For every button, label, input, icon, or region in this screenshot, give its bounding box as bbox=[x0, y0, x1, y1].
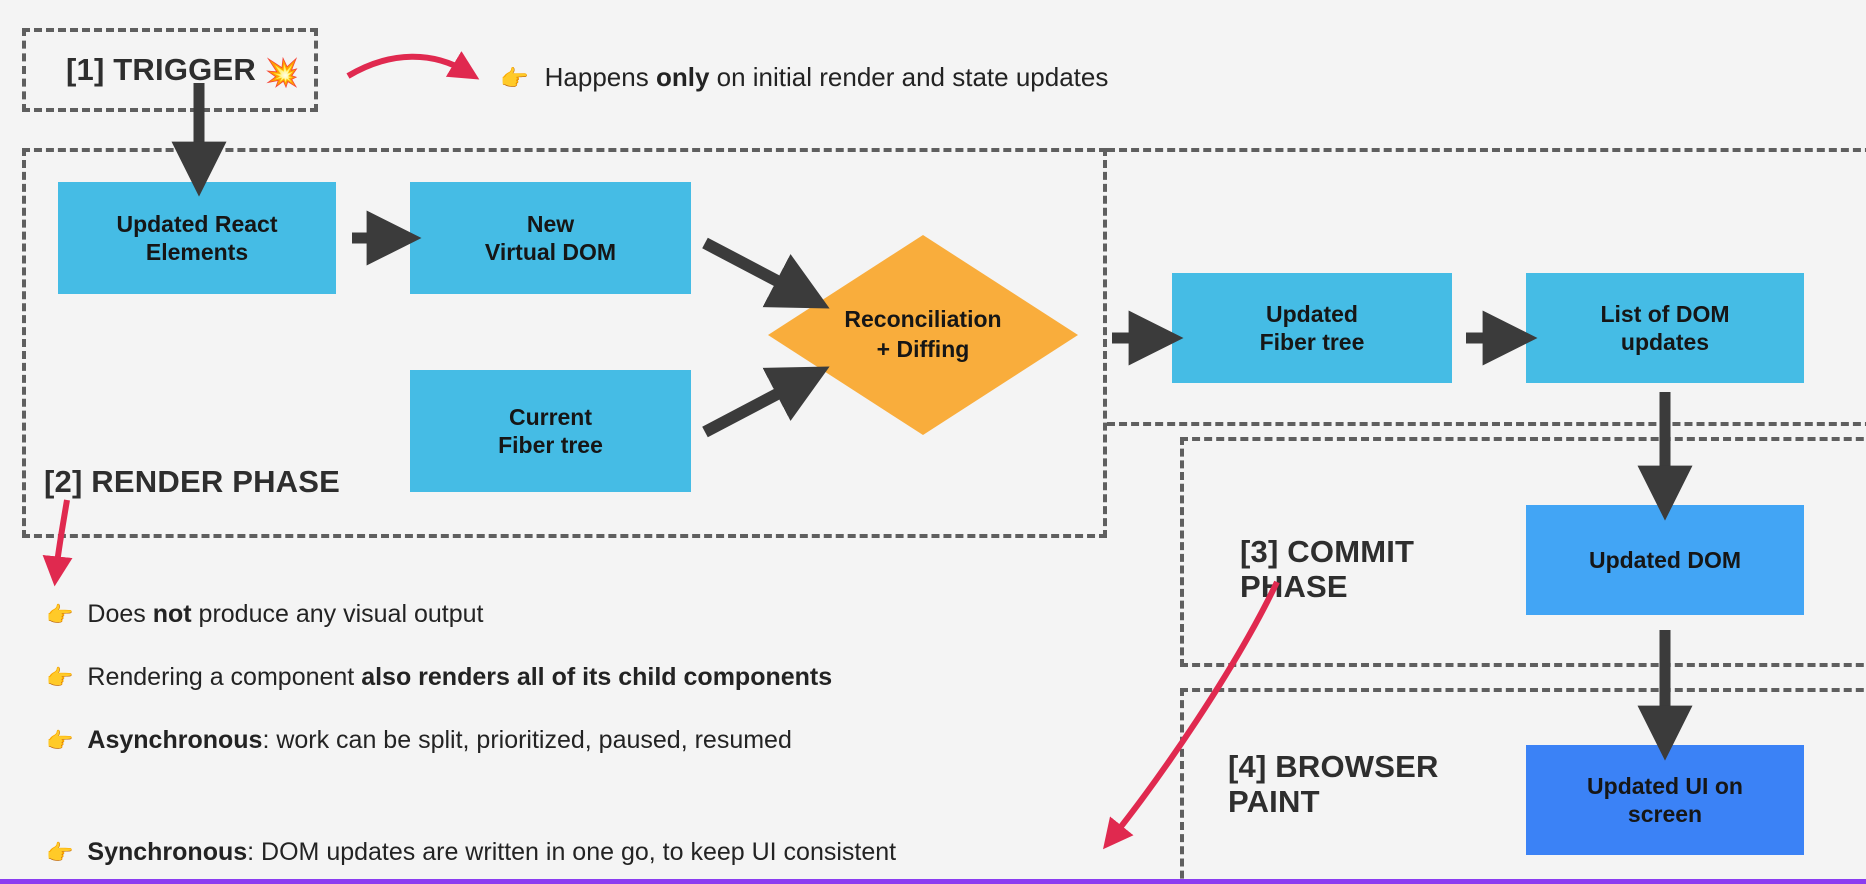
bullet-before: Does bbox=[87, 600, 153, 628]
bullet-before: Rendering a component bbox=[87, 663, 362, 691]
trigger-note-text: Happens only on initial render and state… bbox=[545, 62, 1109, 93]
bullet-after: : work can be split, prioritized, paused… bbox=[262, 726, 792, 754]
bullet-text: Rendering a component also renders all o… bbox=[87, 663, 832, 692]
bullet-text: Asynchronous: work can be split, priorit… bbox=[87, 726, 791, 755]
bullet-item: 👉 Asynchronous: work can be split, prior… bbox=[46, 726, 792, 755]
trigger-note: 👉 Happens only on initial render and sta… bbox=[500, 62, 1108, 93]
bottom-accent-rule bbox=[0, 879, 1866, 884]
bullet-item: 👉 Does not produce any visual output bbox=[46, 600, 483, 629]
trigger-phase-container bbox=[22, 28, 318, 112]
bullet-text: Does not produce any visual output bbox=[87, 600, 483, 629]
render-phase-container-extension bbox=[1107, 148, 1866, 426]
pointing-hand-icon: 👉 bbox=[46, 728, 74, 753]
bullet-emphasis: Asynchronous bbox=[87, 726, 263, 754]
node-updated-react-elements: Updated React Elements bbox=[58, 182, 336, 294]
render-phase-container bbox=[22, 148, 1107, 538]
trigger-phase-label: [1] TRIGGER 💥 bbox=[66, 52, 300, 88]
bullet-item: 👉 Synchronous: DOM updates are written i… bbox=[46, 838, 896, 867]
pointing-hand-icon: 👉 bbox=[500, 65, 529, 91]
node-updated-ui-on-screen: Updated UI on screen bbox=[1526, 745, 1804, 855]
commit-phase-container bbox=[1180, 437, 1866, 667]
explosion-icon: 💥 bbox=[264, 57, 300, 88]
node-new-virtual-dom: New Virtual DOM bbox=[410, 182, 691, 294]
bullet-emphasis: Synchronous bbox=[87, 838, 248, 866]
arrow-trigger-note-curve bbox=[346, 51, 480, 80]
commit-phase-label: [3] COMMIT PHASE bbox=[1240, 534, 1415, 604]
node-updated-dom: Updated DOM bbox=[1526, 505, 1804, 615]
node-reconciliation-diffing: Reconciliation + Diffing bbox=[768, 235, 1078, 435]
node-list-of-dom-updates: List of DOM updates bbox=[1526, 273, 1804, 383]
bullet-after: produce any visual output bbox=[191, 600, 484, 628]
bullet-after: : DOM updates are written in one go, to … bbox=[247, 838, 897, 866]
pointing-hand-icon: 👉 bbox=[46, 665, 74, 690]
trigger-note-emphasis: only bbox=[655, 62, 710, 92]
node-updated-fiber-tree: Updated Fiber tree bbox=[1172, 273, 1452, 383]
pointing-hand-icon: 👉 bbox=[46, 602, 74, 627]
node-current-fiber-tree: Current Fiber tree bbox=[410, 370, 691, 492]
trigger-note-after: on initial render and state updates bbox=[709, 62, 1109, 92]
trigger-phase-label-text: [1] TRIGGER bbox=[66, 52, 256, 87]
browser-paint-phase-label: [4] BROWSER PAINT bbox=[1228, 749, 1439, 819]
bullet-item: 👉 Rendering a component also renders all… bbox=[46, 663, 832, 692]
bullet-emphasis: not bbox=[152, 600, 192, 628]
node-reconciliation-label: Reconciliation + Diffing bbox=[844, 306, 1002, 362]
pointing-hand-icon: 👉 bbox=[46, 840, 74, 865]
render-phase-label: [2] RENDER PHASE bbox=[44, 464, 341, 499]
bullet-emphasis: also renders all of its child components bbox=[361, 663, 833, 691]
trigger-note-before: Happens bbox=[544, 62, 656, 92]
bullet-text: Synchronous: DOM updates are written in … bbox=[87, 838, 896, 867]
